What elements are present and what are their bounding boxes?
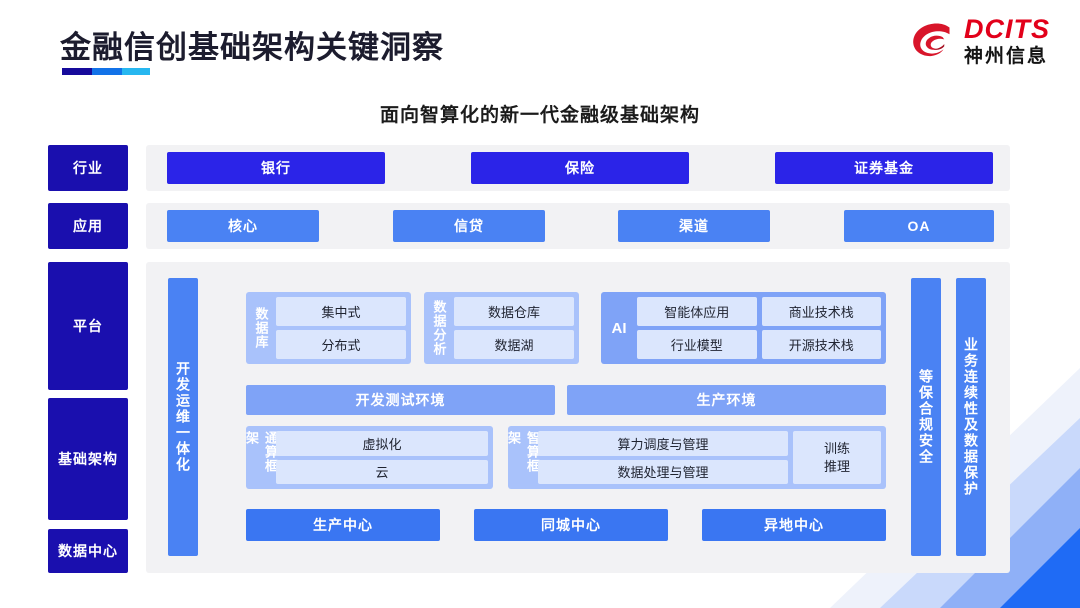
cell-compute-scheduling[interactable]: 算力调度与管理 — [538, 431, 788, 456]
rule-segment-3 — [122, 68, 150, 75]
inference-label: 推理 — [823, 458, 850, 474]
group-general-compute-framework[interactable]: 通算框架 虚拟化 云 — [244, 426, 493, 489]
datacenter-chip-same-city[interactable]: 同城中心 — [474, 509, 668, 541]
industry-chip-insurance[interactable]: 保险 — [471, 152, 689, 184]
cell-centralized[interactable]: 集中式 — [276, 297, 406, 326]
group-database[interactable]: 数据库 集中式 分布式 — [246, 292, 411, 364]
training-label: 训练 — [823, 440, 850, 456]
sidebar-item-infrastructure[interactable]: 基础架构 — [48, 398, 128, 520]
cell-data-warehouse[interactable]: 数据仓库 — [454, 297, 574, 326]
rule-segment-2 — [92, 68, 122, 75]
cell-industry-model[interactable]: 行业模型 — [637, 330, 757, 359]
group-intelligent-compute-framework[interactable]: 智算框架 算力调度与管理 数据处理与管理 训练 推理 — [506, 426, 886, 489]
group-data-analysis[interactable]: 数据分析 数据仓库 数据湖 — [424, 292, 579, 364]
application-chip-credit[interactable]: 信贷 — [393, 210, 545, 242]
application-chip-channel[interactable]: 渠道 — [618, 210, 770, 242]
dcits-logo: DCITS 神州信息 — [909, 16, 1050, 66]
industry-row-panel: 银行 保险 证券基金 — [146, 145, 1010, 191]
cell-commercial-tech-stack[interactable]: 商业技术栈 — [761, 297, 881, 326]
application-chip-core[interactable]: 核心 — [167, 210, 319, 242]
env-bar-production[interactable]: 生产环境 — [567, 385, 886, 415]
sidebar-item-application[interactable]: 应用 — [48, 203, 128, 249]
cell-cloud[interactable]: 云 — [276, 459, 488, 484]
sidebar-item-platform[interactable]: 平台 — [48, 262, 128, 390]
cell-opensource-tech-stack[interactable]: 开源技术栈 — [761, 330, 881, 359]
cell-distributed[interactable]: 分布式 — [276, 330, 406, 359]
main-architecture-panel: 开发运维一体化 等保合规安全 业务连续性及数据保护 数据库 集中式 分布式 数据… — [146, 262, 1010, 573]
title-underline-rule — [62, 68, 150, 75]
datacenter-chip-remote[interactable]: 异地中心 — [702, 509, 886, 541]
sidebar-item-datacenter[interactable]: 数据中心 — [48, 529, 128, 573]
application-chip-oa[interactable]: OA — [844, 210, 994, 242]
vertical-bar-business-continuity[interactable]: 业务连续性及数据保护 — [956, 278, 986, 556]
group-label-intelligent-compute: 智算框架 — [506, 431, 540, 473]
dcits-swirl-icon — [913, 23, 950, 57]
vertical-bar-security-compliance[interactable]: 等保合规安全 — [911, 278, 941, 556]
page-title: 金融信创基础架构关键洞察 — [60, 30, 444, 65]
sidebar-item-industry[interactable]: 行业 — [48, 145, 128, 191]
group-ai[interactable]: AI 智能体应用 行业模型 商业技术栈 开源技术栈 — [601, 292, 886, 364]
diagram-subtitle: 面向智算化的新一代金融级基础架构 — [379, 105, 700, 126]
application-row-panel: 核心 信贷 渠道 OA — [146, 203, 1010, 249]
group-label-general-compute: 通算框架 — [244, 431, 278, 473]
logo-text-en: DCITS — [964, 14, 1050, 44]
cell-data-processing[interactable]: 数据处理与管理 — [538, 459, 788, 484]
cell-data-lake[interactable]: 数据湖 — [454, 330, 574, 359]
cell-virtualization[interactable]: 虚拟化 — [276, 431, 488, 456]
rule-segment-1 — [62, 68, 92, 75]
logo-text-cn: 神州信息 — [964, 46, 1049, 67]
cell-training-inference[interactable]: 训练 推理 — [793, 431, 881, 484]
vertical-bar-devops[interactable]: 开发运维一体化 — [168, 278, 198, 556]
cell-agent-application[interactable]: 智能体应用 — [637, 297, 757, 326]
group-label-data-analysis: 数据分析 — [431, 300, 447, 356]
group-label-ai: AI — [611, 319, 627, 337]
group-label-database: 数据库 — [253, 307, 269, 349]
env-bar-dev-test[interactable]: 开发测试环境 — [246, 385, 555, 415]
datacenter-chip-production[interactable]: 生产中心 — [246, 509, 440, 541]
industry-chip-bank[interactable]: 银行 — [167, 152, 385, 184]
industry-chip-securities-fund[interactable]: 证券基金 — [775, 152, 993, 184]
